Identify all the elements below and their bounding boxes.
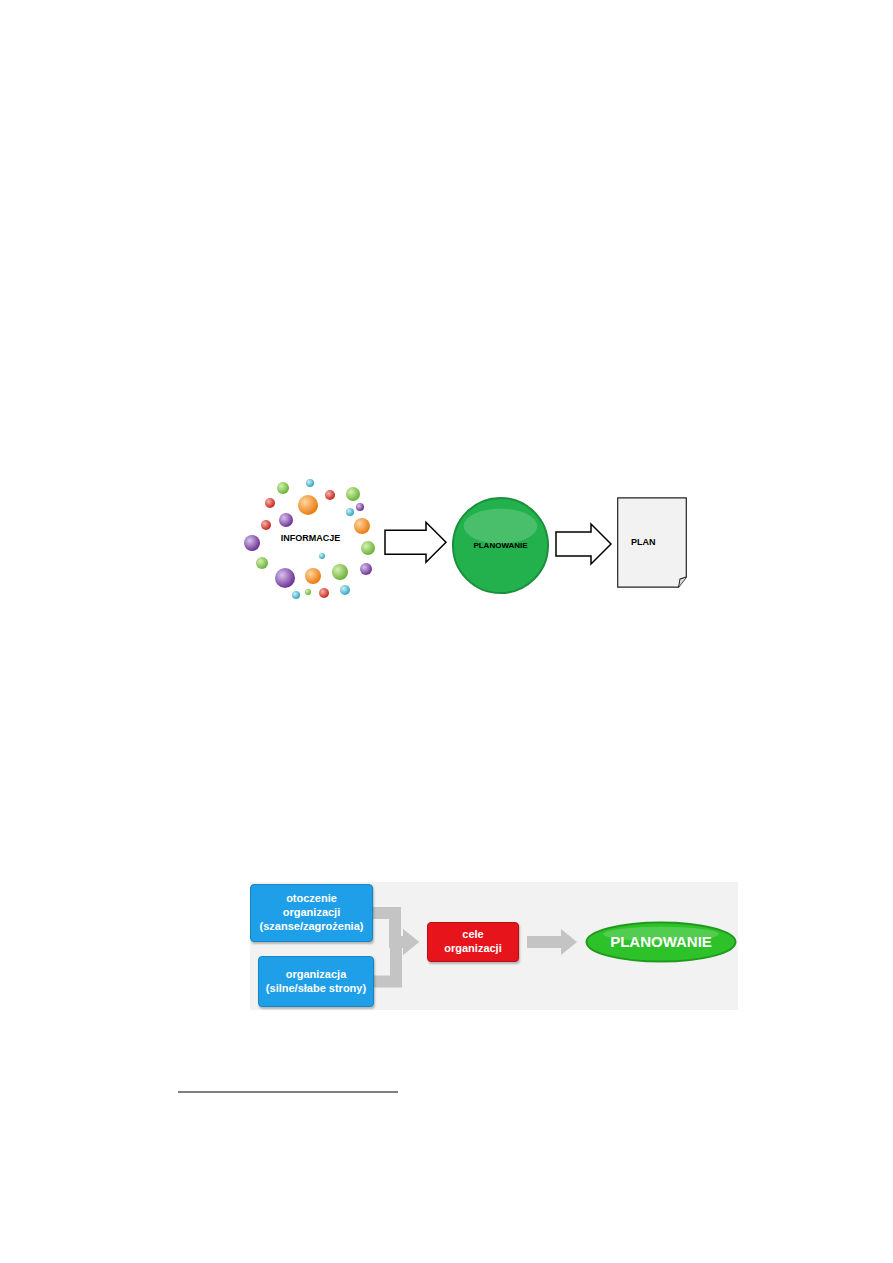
process-box: organizacja (silne/słabe strony) xyxy=(258,956,374,1007)
node-label: INFORMACJE xyxy=(281,533,341,544)
node-label: organizacja (silne/słabe strony) xyxy=(265,968,367,996)
node-label: otoczenie organizacji (szanse/zagrożenia… xyxy=(257,892,366,933)
goal-box: cele organizacji xyxy=(427,922,519,962)
footnote-rule xyxy=(178,1092,398,1093)
merge-arrow xyxy=(527,929,577,955)
node-label: cele organizacji xyxy=(434,928,512,956)
block-arrow xyxy=(385,522,446,562)
info-bubbles xyxy=(244,479,375,599)
process-box: otoczenie organizacji (szanse/zagrożenia… xyxy=(250,884,373,942)
node-label: PLANOWANIE xyxy=(610,933,712,952)
merge-arrow xyxy=(374,929,419,982)
diagram-panel xyxy=(250,882,738,1010)
plan-document: PLAN xyxy=(617,497,687,588)
planning-ellipse: PLANOWANIE xyxy=(585,922,737,962)
node-label: PLAN xyxy=(631,537,656,548)
planning-circle: PLANOWANIE xyxy=(452,497,549,594)
block-arrow xyxy=(556,524,611,564)
node-label: PLANOWANIE xyxy=(473,541,527,551)
info-cluster: INFORMACJE xyxy=(243,478,378,600)
